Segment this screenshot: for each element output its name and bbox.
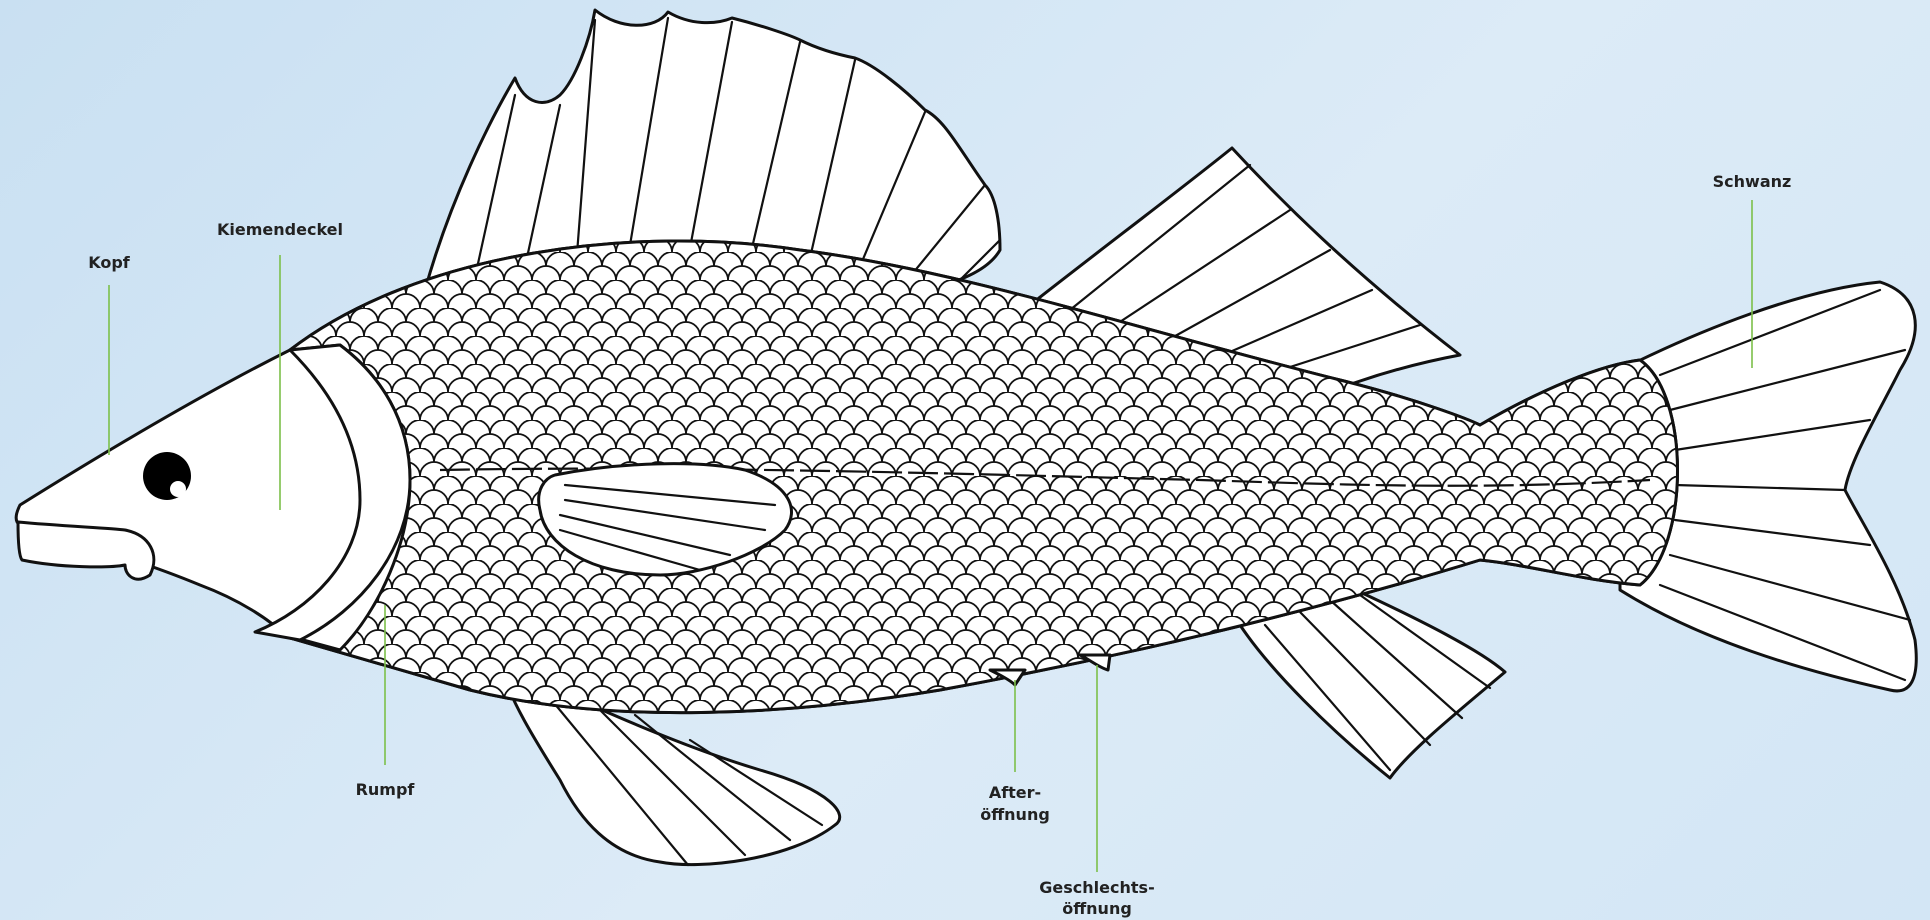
label-geschlechtsoeffnung-line2: öffnung: [1062, 899, 1132, 918]
label-kiemendeckel: Kiemendeckel: [217, 220, 343, 239]
label-kopf: Kopf: [88, 253, 131, 272]
label-afteroeffnung-line1: After-: [989, 783, 1041, 802]
label-geschlechtsoeffnung-line1: Geschlechts-: [1039, 878, 1154, 897]
label-schwanz: Schwanz: [1713, 172, 1792, 191]
label-rumpf: Rumpf: [356, 780, 416, 799]
label-afteroeffnung-line2: öffnung: [980, 805, 1050, 824]
fish-head: [16, 345, 410, 650]
anal-fin: [1240, 592, 1505, 778]
